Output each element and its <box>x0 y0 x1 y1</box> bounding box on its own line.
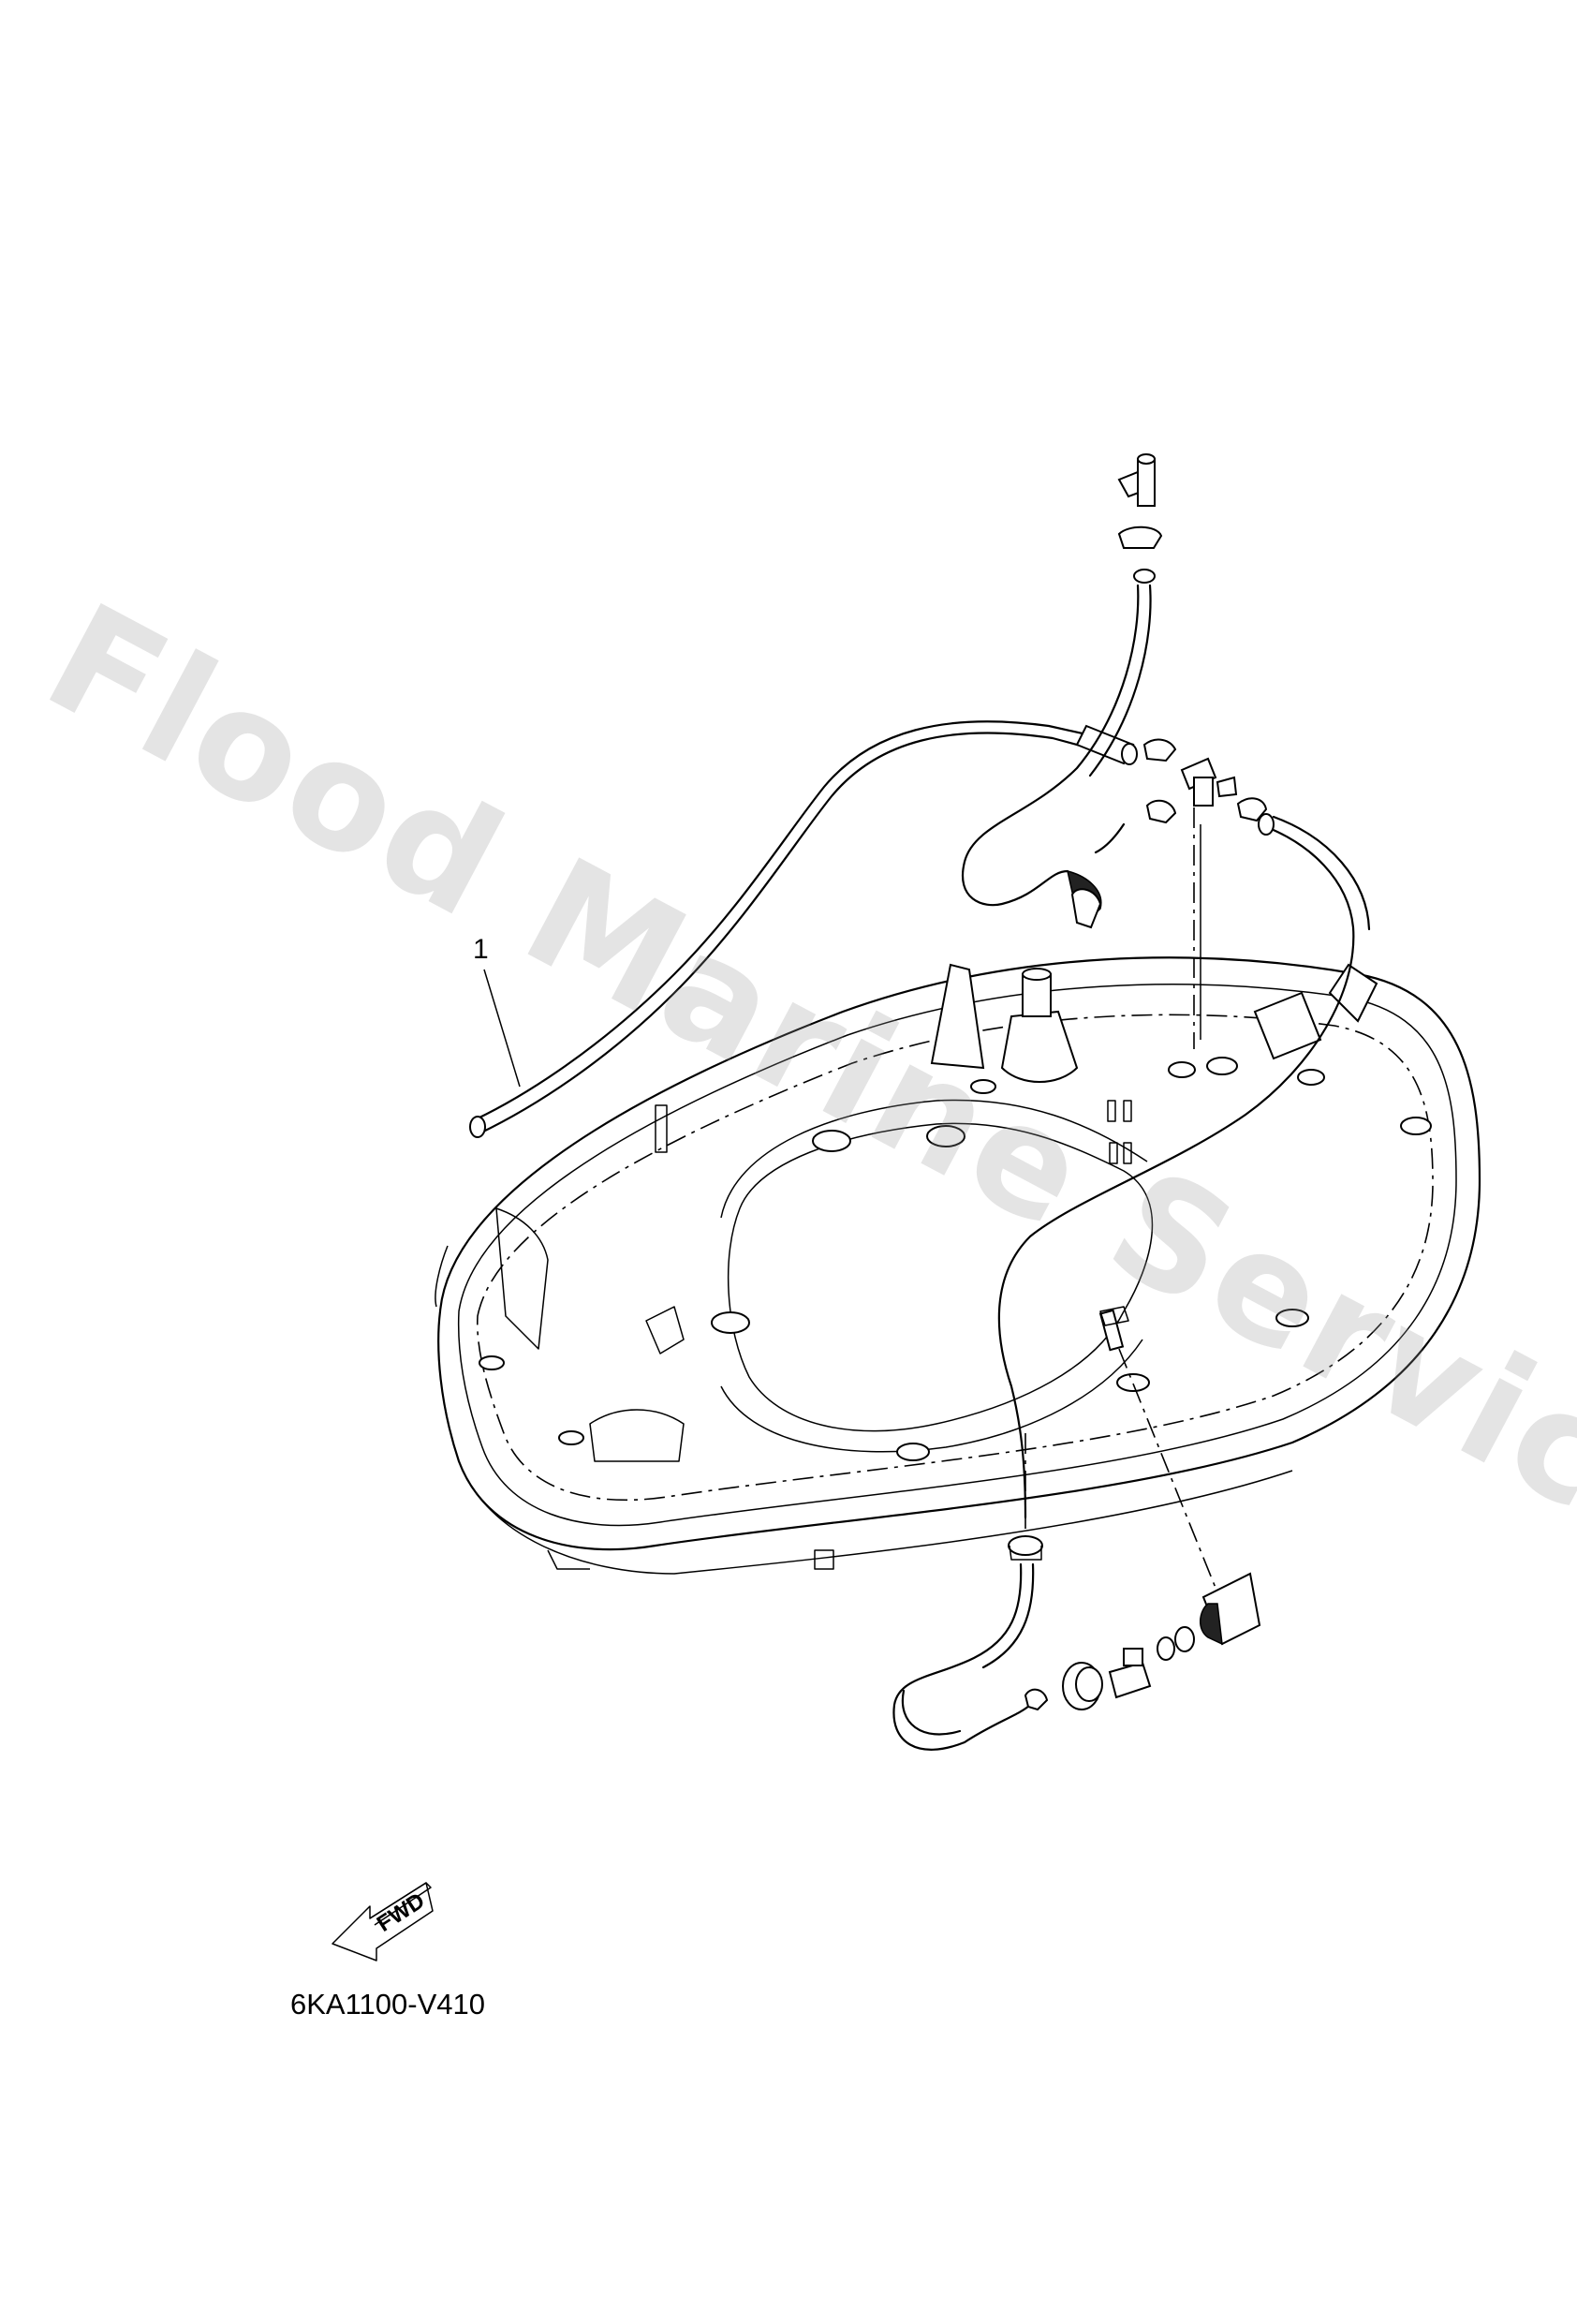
fwd-direction-marker: FWD <box>332 1882 434 1961</box>
pilot-outlet-parts <box>892 1306 1261 1751</box>
callout-1: 1 <box>473 934 521 1088</box>
bottom-cowling <box>435 956 1481 1575</box>
svg-text:1: 1 <box>473 934 489 965</box>
fwd-label: FWD <box>373 1888 430 1937</box>
watermark: Flood Marine Services <box>21 570 1577 1638</box>
hose-1 <box>469 720 1138 1138</box>
upper-fittings <box>962 453 1371 1519</box>
figure-code: 6KA1100-V410 <box>290 1988 485 2021</box>
